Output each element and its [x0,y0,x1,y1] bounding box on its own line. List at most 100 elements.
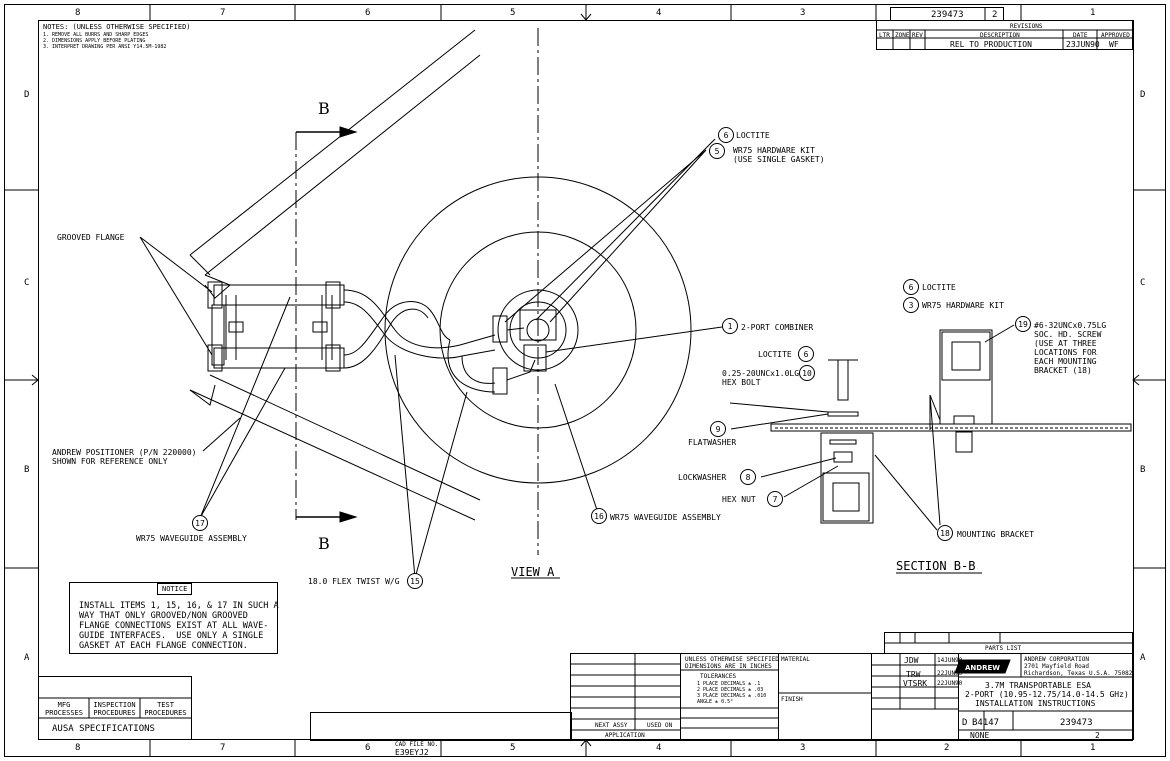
callout-7: 7 [767,491,783,507]
drawing-title-3: INSTALLATION INSTRUCTIONS [975,699,1096,708]
company-address: 2701 Mayfield Road [1024,663,1090,670]
notice-line: INSTALL ITEMS 1, 15, 16, & 17 IN SUCH A [79,601,279,611]
company-city: Richardson, Texas U.S.A. 75082 [1024,670,1133,677]
drawn-by: JDW [904,656,919,665]
cad-file-number: E39EYJ2 [395,748,429,757]
section-bb-title: SECTION B-B [896,559,976,573]
label-grooved-flange: GROOVED FLANGE [57,233,125,242]
label-hex-bolt: HEX BOLT [722,378,761,387]
label-screw: BRACKET (18) [1034,366,1092,375]
fscm-number: B4147 [972,718,1000,728]
company-name: ANDREW CORPORATION [1024,656,1090,663]
label-hardware-kit: WR75 HARDWARE KIT [733,146,815,155]
drawing-number: 239473 [1060,718,1093,728]
callout-17: 17 [192,515,208,531]
top-drawing-number: 239473 [931,10,964,20]
zone-left-b: B [24,465,30,475]
label-screw: EACH MOUNTING [1034,357,1097,366]
label-positioner: ANDREW POSITIONER (P/N 220000) [52,448,197,457]
notice-title: NOTICE [162,585,188,593]
zone-bottom-8: 8 [75,743,81,753]
used-on: USED ON [647,722,673,729]
drawn-date: 14JUN90 [937,657,963,664]
callout-3: 3 [903,297,919,313]
size-letter: D [962,718,968,728]
label-loctite: LOCTITE [736,131,770,140]
zone-bottom-7: 7 [220,743,226,753]
checked-by: TRW [906,670,921,679]
callout-16: 16 [591,508,607,524]
spec-test-procedures: TEST PROCEDURES [144,701,187,717]
revisions-title: REVISIONS [1010,23,1043,30]
notes-title: NOTES: (UNLESS OTHERWISE SPECIFIED) [43,23,191,31]
rev-description: REL TO PRODUCTION [950,40,1032,49]
label-reference-only: SHOWN FOR REFERENCE ONLY [52,457,168,466]
rev-col-ltr: LTR [879,32,890,39]
label-screw: SOC. HD. SCREW [1034,330,1102,339]
zone-left-d: D [24,90,30,100]
application: APPLICATION [605,732,645,739]
callout-5: 5 [709,143,725,159]
zone-top-7: 7 [220,8,226,18]
label-hex-nut: HEX NUT [722,495,756,504]
label-lockwasher: LOCKWASHER [678,473,727,482]
callout-6: 6 [718,127,734,143]
rev-col-zone: ZONE [895,32,910,39]
label-bb-loctite-top: LOCTITE [922,283,956,292]
cad-file-label: CAD FILE NO. [395,741,439,748]
approved-by: VTSRK [903,679,928,688]
callout-19: 19 [1015,316,1031,332]
material-label: MATERIAL [781,656,810,663]
notice-line: WAY THAT ONLY GROOVED/NON GROOVED [79,611,248,621]
label-bb-loctite-left: LOCTITE [758,350,792,359]
label-bb-hardware-kit: WR75 HARDWARE KIT [922,301,1004,310]
unless-specified: UNLESS OTHERWISE SPECIFIED [685,656,779,663]
spec-footer: AUSA SPECIFICATIONS [52,724,155,734]
drawing-title-1: 3.7M TRANSPORTABLE ESA [985,681,1091,690]
callout-9: 9 [710,421,726,437]
zone-top-8: 8 [75,8,81,18]
finish-label: FINISH [781,696,803,703]
zone-left-c: C [24,278,30,288]
zone-top-5: 5 [510,8,516,18]
zone-right-b: B [1140,465,1146,475]
label-waveguide-17: WR75 WAVEGUIDE ASSEMBLY [136,534,247,543]
zone-right-a: A [1140,653,1146,663]
notice-line: GASKET AT EACH FLANGE CONNECTION. [79,641,248,651]
drawing-title-2: 2-PORT (10.95-12.75/14.0-14.5 GHz) [965,690,1129,699]
label-hex-bolt: 0.25-20UNCx1.0LG [722,369,800,378]
section-letter-top: B [318,99,330,118]
callout-10: 10 [799,365,815,381]
callout-1: 1 [722,318,738,334]
next-assy: NEXT ASSY [595,722,628,729]
zone-right-d: D [1140,90,1146,100]
label-flatwasher: FLATWASHER [688,438,737,447]
label-mounting-bracket: MOUNTING BRACKET [957,530,1035,539]
zone-bottom-6: 6 [365,743,371,753]
callout-6-bb-top: 6 [903,279,919,295]
label-waveguide-16: WR75 WAVEGUIDE ASSEMBLY [610,513,721,522]
tolerance-line: 1 PLACE DECIMALS ± .1 [697,681,761,687]
company-logo: ANDREW [965,664,1000,672]
section-letter-bottom: B [318,534,330,553]
sheet-number: 2 [1095,731,1100,740]
zone-top-1: 1 [1090,8,1096,18]
callout-6-bb-left: 6 [798,346,814,362]
zone-right-c: C [1140,278,1146,288]
zone-bottom-1: 1 [1090,743,1096,753]
notes-line: 2. DIMENSIONS APPLY BEFORE PLATING [43,38,146,44]
label-single-gasket: (USE SINGLE GASKET) [733,155,825,164]
rev-col-rev: REV [912,32,923,39]
notes-line: 1. REMOVE ALL BURRS AND SHARP EDGES [43,32,149,38]
approved-date: 22JUN90 [937,680,963,687]
label-screw: #6-32UNCx0.75LG [1034,321,1107,330]
tolerance-line: 3 PLACE DECIMALS ± .010 [697,693,767,699]
top-sheet-number: 2 [992,10,998,20]
rev-col-approved: APPROVED [1101,32,1130,39]
zone-bottom-5: 5 [510,743,516,753]
zone-bottom-2: 2 [944,743,950,753]
dims-in-inches: DIMENSIONS ARE IN INCHES [685,663,772,670]
spec-inspection-procedures: INSPECTION PROCEDURES [93,701,136,717]
zone-bottom-3: 3 [800,743,806,753]
notice-line: GUIDE INTERFACES. USE ONLY A SINGLE [79,631,264,641]
